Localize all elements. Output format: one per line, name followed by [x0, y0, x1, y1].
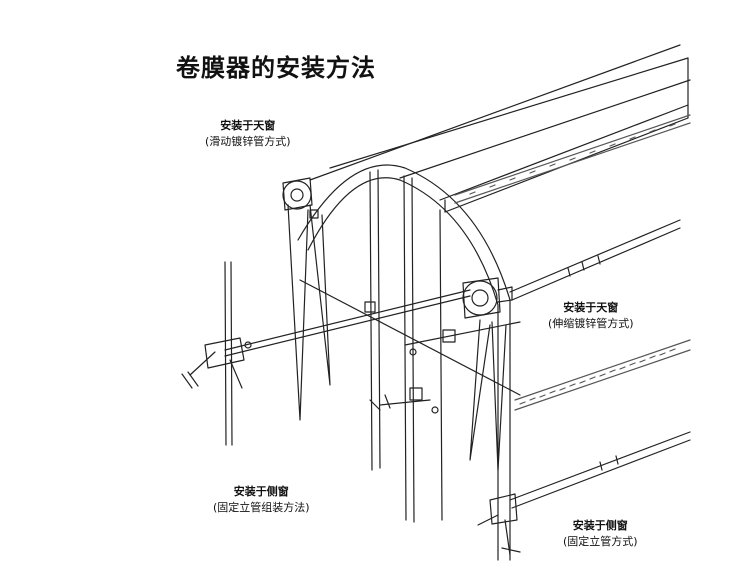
- side-roll-tube: [509, 431, 691, 509]
- label-heading: 安装于侧窗: [572, 519, 628, 532]
- telescopic-tube: [509, 219, 681, 301]
- label-method: (固定立管方式): [563, 535, 638, 548]
- hand-crank-right: [477, 493, 521, 556]
- label-heading: 安装于侧窗: [233, 485, 289, 498]
- film-roller-unit-middle: [462, 277, 513, 319]
- label-side-fixed: 安装于侧窗 (固定立管方式): [563, 518, 638, 550]
- side-standing-pipe: [224, 261, 233, 446]
- label-method: (固定立管组装方法): [213, 501, 310, 514]
- label-method: (滑动镀锌管方式): [205, 135, 291, 148]
- hatched-rails: [454, 114, 691, 411]
- label-heading: 安装于天窗: [220, 119, 276, 132]
- brackets: [309, 209, 456, 414]
- support-legs: [287, 204, 507, 471]
- label-skylight-telescopic: 安装于天窗 (伸缩镀锌管方式): [548, 300, 634, 332]
- hand-crank-left: [181, 337, 252, 389]
- label-method: (伸缩镀锌管方式): [548, 317, 634, 330]
- film-roller-unit-top: [282, 177, 313, 211]
- label-heading: 安装于天窗: [563, 301, 619, 314]
- arch-frame: [297, 164, 511, 561]
- diagram-title: 卷膜器的安装方法: [176, 54, 376, 82]
- label-skylight-slide: 安装于天窗 (滑动镀锌管方式): [205, 118, 291, 150]
- label-side-fixed-group: 安装于侧窗 (固定立管组装方法): [213, 484, 310, 516]
